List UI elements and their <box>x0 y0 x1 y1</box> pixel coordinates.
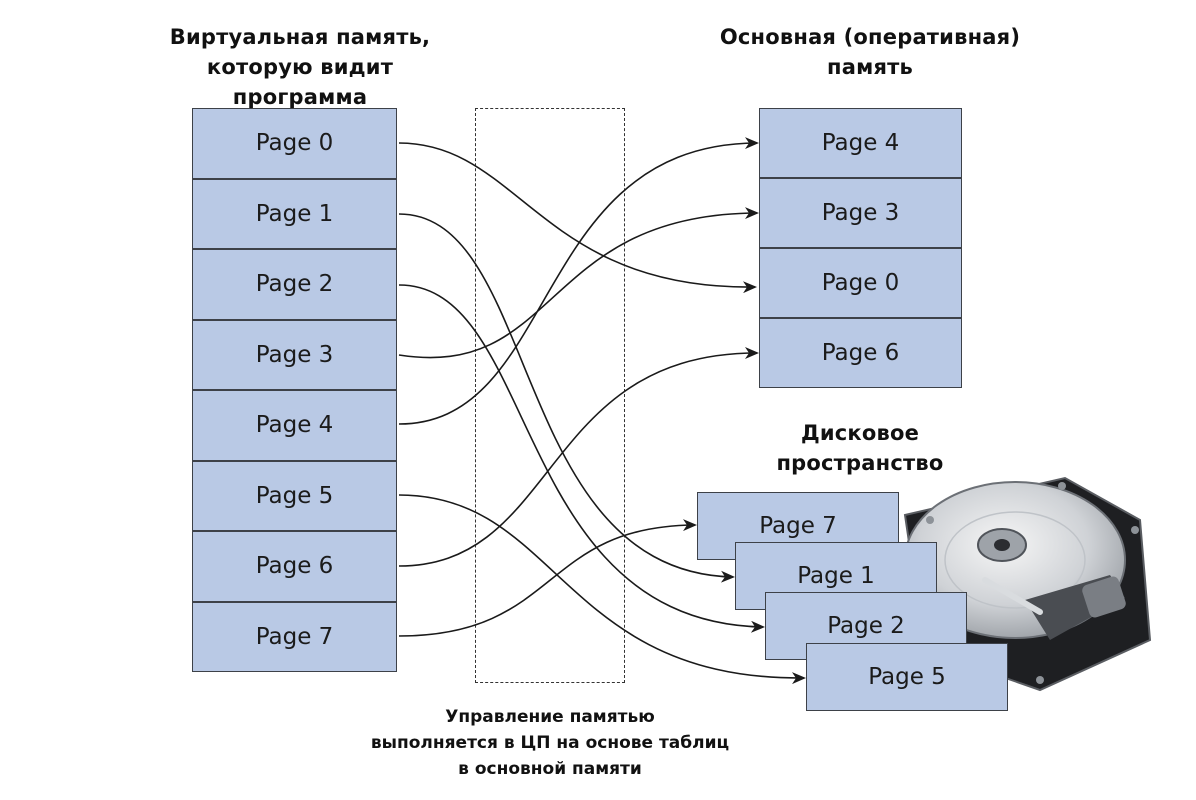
virtual-page-2: Page 2 <box>192 249 397 320</box>
main-page-0: Page 0 <box>759 248 962 318</box>
arrow-page6-to-main <box>398 347 759 567</box>
virtual-page-3: Page 3 <box>192 319 397 390</box>
main-memory-column: Page 4 Page 3 Page 0 Page 6 <box>759 108 962 388</box>
arrow-page4-to-main <box>398 137 759 425</box>
virtual-page-5: Page 5 <box>192 460 397 531</box>
arrow-page2-to-disk <box>398 284 765 633</box>
caption-line-3: в основной памяти <box>458 759 642 779</box>
main-page-3: Page 3 <box>759 178 962 248</box>
memory-management-caption: Управление памятью выполняется в ЦП на о… <box>330 704 770 782</box>
arrow-page3-to-main <box>398 207 759 359</box>
virtual-page-0: Page 0 <box>192 108 397 179</box>
virtual-memory-heading: Виртуальная память, которую видит програ… <box>140 22 460 112</box>
disk-space-heading: Дисковое пространство <box>760 418 960 478</box>
main-memory-heading-line-2: память <box>827 55 913 79</box>
arrow-page5-to-disk <box>398 494 806 685</box>
arrow-page0-to-main <box>398 142 757 294</box>
virtual-memory-column: Page 0 Page 1 Page 2 Page 3 Page 4 Page … <box>192 108 397 672</box>
arrow-page1-to-disk <box>398 213 735 583</box>
arrow-page7-to-disk <box>398 519 697 637</box>
main-page-6: Page 6 <box>759 318 962 388</box>
virtual-memory-heading-line-1: Виртуальная память, <box>169 25 431 49</box>
disk-page-5: Page 5 <box>806 643 1008 711</box>
caption-line-1: Управление памятью <box>445 707 655 727</box>
disk-space-heading-line-1: Дисковое <box>800 421 920 445</box>
caption-line-2: выполняется в ЦП на основе таблиц <box>370 733 730 753</box>
main-memory-heading: Основная (оперативная) память <box>690 22 1050 82</box>
virtual-page-6: Page 6 <box>192 531 397 602</box>
disk-space-heading-line-2: пространство <box>776 451 944 475</box>
main-page-4: Page 4 <box>759 108 962 178</box>
virtual-page-7: Page 7 <box>192 601 397 672</box>
virtual-memory-heading-line-2: которую видит программа <box>206 55 394 109</box>
virtual-page-1: Page 1 <box>192 178 397 249</box>
virtual-page-4: Page 4 <box>192 390 397 461</box>
main-memory-heading-line-1: Основная (оперативная) <box>719 25 1021 49</box>
